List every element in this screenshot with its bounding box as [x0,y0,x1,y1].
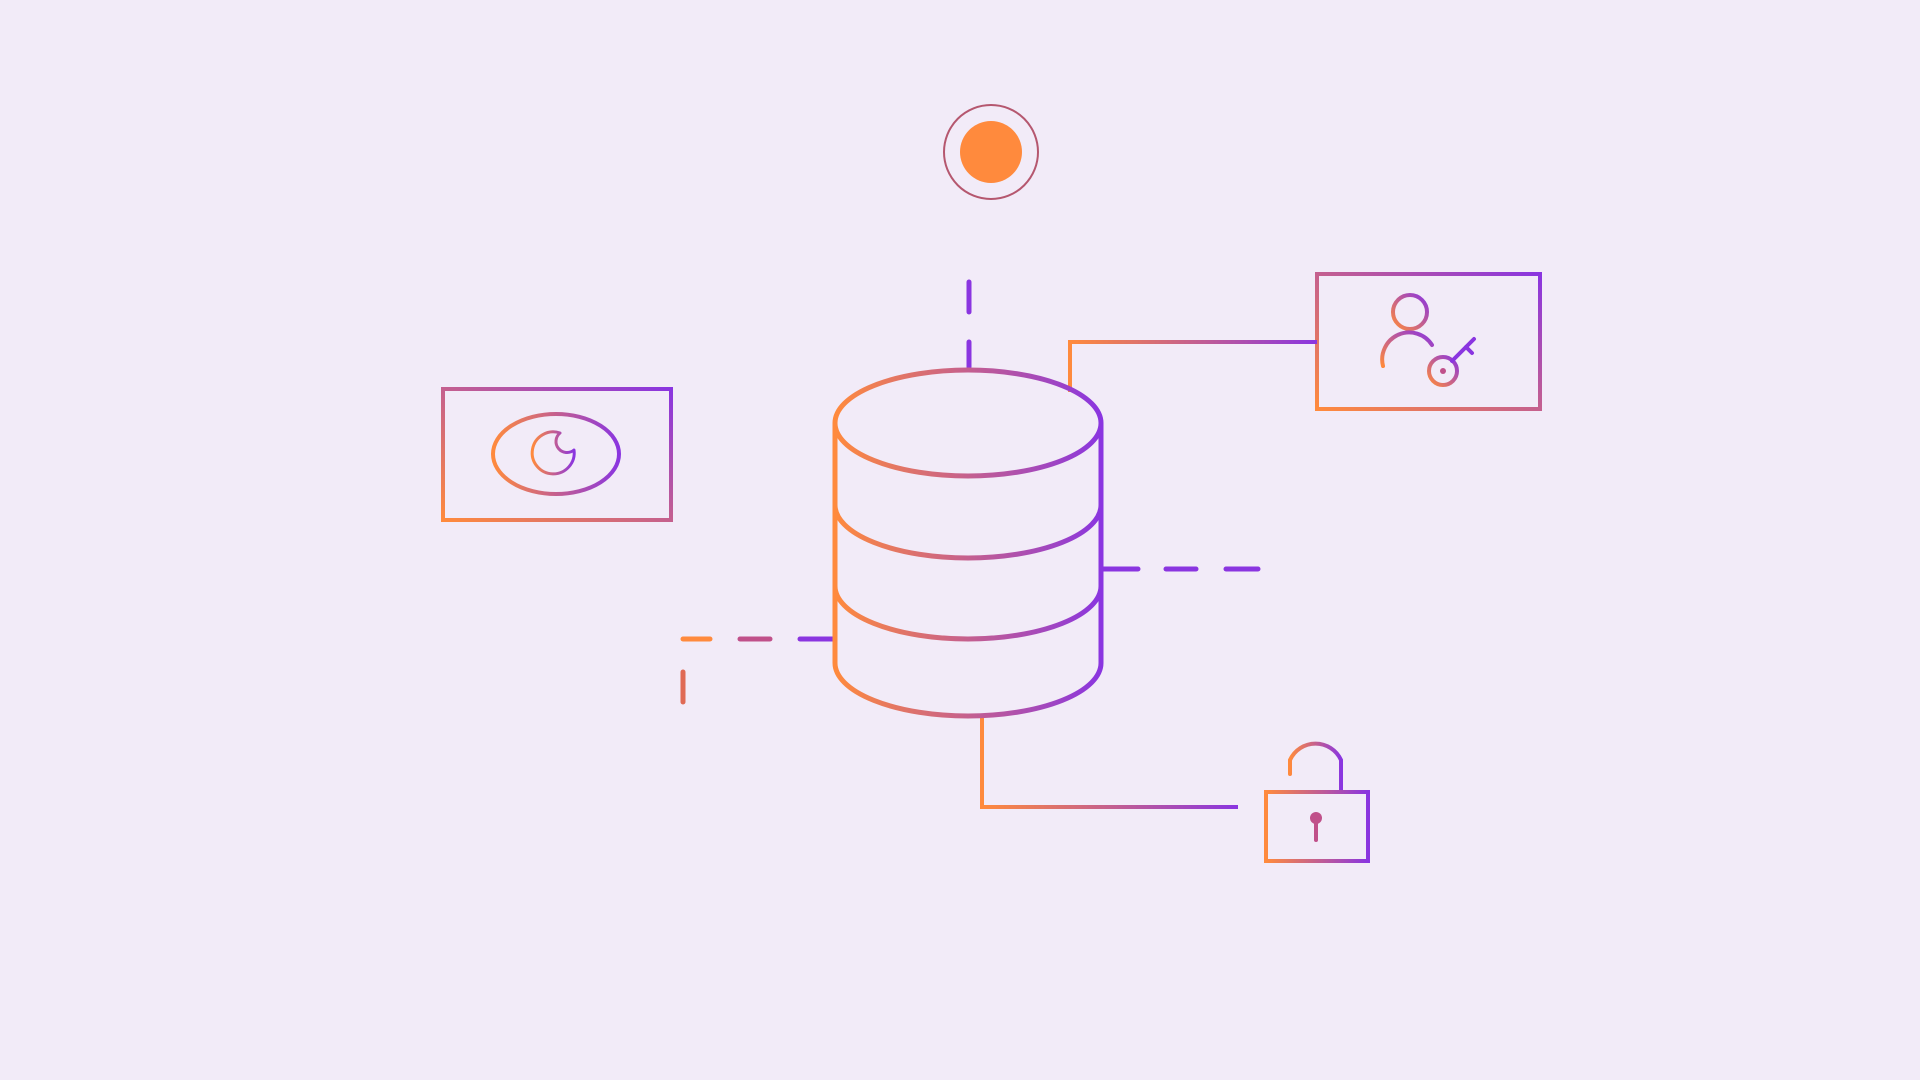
status-dot-icon [943,104,1039,200]
eye-panel [441,387,673,522]
user-key-icon [1380,293,1476,387]
database-icon [832,367,1104,719]
connector-database-padlock [980,717,1238,809]
unlocked-padlock-icon [1264,741,1370,863]
user-key-panel [1315,272,1542,411]
dashed-connector-bottom-left [680,636,836,705]
eye-icon [491,412,621,496]
connector-database-userkey [1068,340,1317,392]
